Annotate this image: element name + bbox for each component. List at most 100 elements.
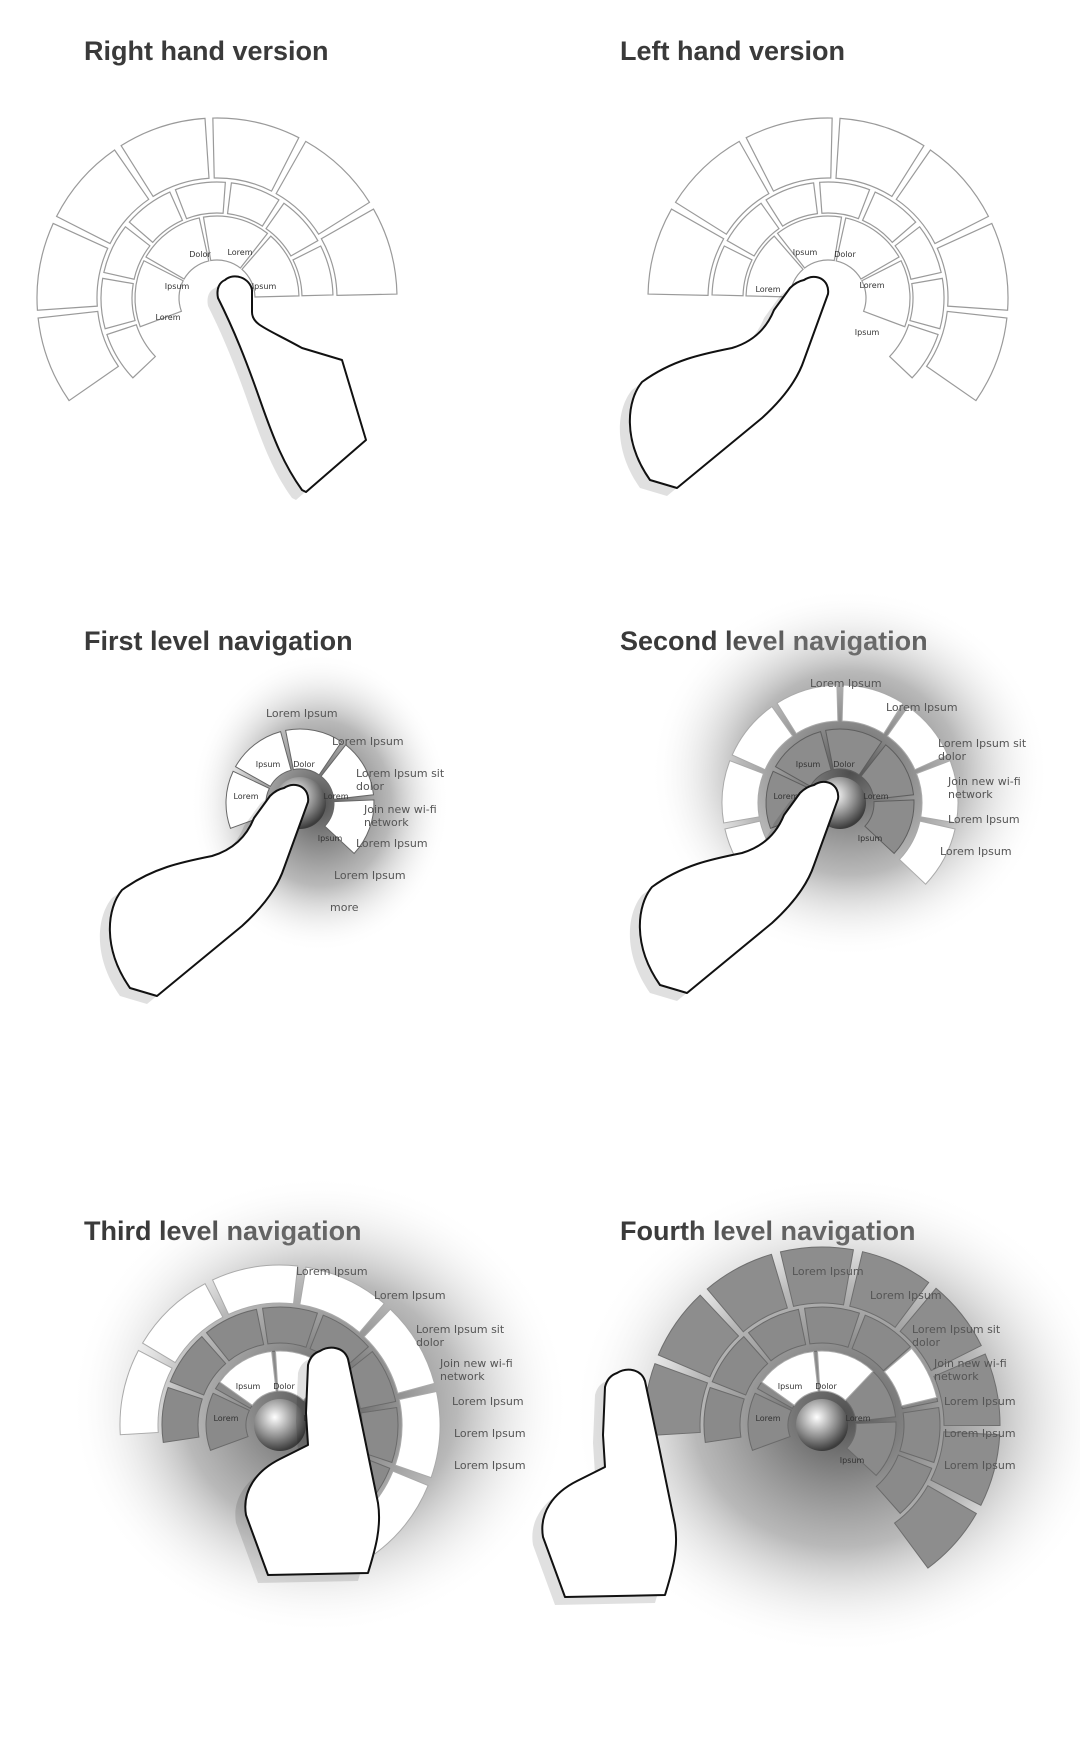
middle-ring-segment[interactable] <box>894 225 942 280</box>
middle-ring-segment[interactable] <box>875 1454 933 1515</box>
inner-ring-segment[interactable] <box>134 259 184 328</box>
highlight-segment[interactable] <box>816 1350 874 1402</box>
middle-ring-segment[interactable] <box>819 181 871 220</box>
outer-ring-segment[interactable] <box>120 117 210 198</box>
inner-ring-segment[interactable] <box>846 1421 897 1477</box>
menu-item-label: Lorem Ipsum <box>792 1265 864 1278</box>
outer-ring-segment[interactable] <box>212 117 300 192</box>
outer-ring-segment[interactable] <box>835 117 925 198</box>
middle-ring-segment[interactable] <box>803 1306 861 1348</box>
inner-ring-segment[interactable] <box>860 744 915 800</box>
outer-ring-segment[interactable] <box>745 117 833 192</box>
inner-ring-segment[interactable] <box>145 217 210 280</box>
middle-ring-segment[interactable] <box>100 277 136 330</box>
middle-ring-segment[interactable] <box>711 1335 769 1396</box>
inner-ring-segment[interactable] <box>825 728 883 776</box>
outer-ring-segment[interactable] <box>211 1264 299 1316</box>
middle-ring-segment[interactable] <box>861 191 917 244</box>
inner-ring-segment[interactable] <box>842 1366 897 1422</box>
outer-ring-segment[interactable] <box>275 140 371 236</box>
menu-label: Ipsum <box>796 760 821 769</box>
outer-ring-segment[interactable] <box>893 1485 978 1569</box>
middle-ring-segment[interactable] <box>292 245 334 297</box>
middle-ring-segment[interactable] <box>721 760 765 824</box>
middle-ring-segment[interactable] <box>899 1406 941 1464</box>
outer-ring-segment[interactable] <box>657 1294 740 1378</box>
outer-ring-segment[interactable] <box>37 310 120 402</box>
middle-ring-segment[interactable] <box>841 684 904 735</box>
middle-ring-segment[interactable] <box>106 324 157 379</box>
middle-ring-segment[interactable] <box>726 202 780 257</box>
menu-label: Lorem <box>755 285 780 294</box>
outer-ring-segment[interactable] <box>895 149 990 245</box>
outer-ring-segment[interactable] <box>363 1308 436 1394</box>
inner-ring-segment[interactable] <box>320 744 375 800</box>
outer-ring-segment[interactable] <box>674 140 770 236</box>
inner-ring-segment[interactable] <box>285 728 343 776</box>
middle-ring-segment[interactable] <box>731 705 794 771</box>
outer-ring-segment[interactable] <box>119 1349 173 1436</box>
outer-ring-segment[interactable] <box>36 222 109 311</box>
center-knob[interactable] <box>796 1399 848 1451</box>
middle-ring-segment[interactable] <box>851 1314 912 1372</box>
middle-ring-segment[interactable] <box>128 191 184 244</box>
inner-ring-segment[interactable] <box>776 215 843 269</box>
inner-ring-segment[interactable] <box>774 730 832 787</box>
middle-ring-segment[interactable] <box>888 324 939 379</box>
middle-ring-segment[interactable] <box>261 1306 319 1348</box>
outer-ring-segment[interactable] <box>936 222 1009 311</box>
menu-label: Lorem <box>227 248 252 257</box>
inner-ring-segment[interactable] <box>835 217 900 280</box>
outer-ring-segment[interactable] <box>55 149 150 245</box>
outer-ring-segment[interactable] <box>141 1282 224 1364</box>
middle-ring-segment[interactable] <box>909 277 945 330</box>
middle-ring-segment[interactable] <box>747 1308 807 1362</box>
inner-ring-segment[interactable] <box>324 799 375 855</box>
inner-ring-segment[interactable] <box>864 799 915 855</box>
panel-second-level-navigation: Second level navigation IpsumDolorLoremL… <box>540 588 1080 1167</box>
inner-ring-segment[interactable] <box>861 259 911 328</box>
outer-ring-segment[interactable] <box>299 1266 385 1334</box>
middle-ring-segment[interactable] <box>226 182 280 227</box>
menu-item-label: Lorem Ipsum <box>266 707 338 720</box>
middle-ring-segment[interactable] <box>103 225 151 280</box>
menu-label: Ipsum <box>252 282 277 291</box>
outer-ring-segment[interactable] <box>849 1251 930 1329</box>
middle-ring-segment[interactable] <box>265 202 319 257</box>
outer-ring-segment[interactable] <box>779 1246 854 1307</box>
outer-ring-segment[interactable] <box>394 1390 441 1479</box>
outer-ring-segment[interactable] <box>647 208 725 296</box>
middle-ring-segment[interactable] <box>765 182 819 227</box>
middle-ring-segment[interactable] <box>169 1335 227 1396</box>
panel-fourth-level-navigation: Fourth level navigation IpsumDolorLoremL… <box>532 1175 1080 1757</box>
middle-ring-segment[interactable] <box>898 820 956 885</box>
middle-ring-segment[interactable] <box>205 1308 265 1362</box>
highlight-segment[interactable] <box>883 1347 938 1407</box>
outer-ring-segment[interactable] <box>925 310 1008 402</box>
middle-ring-segment[interactable] <box>161 1386 203 1444</box>
menu-label: Ipsum <box>858 834 883 843</box>
middle-ring-segment[interactable] <box>915 760 959 824</box>
middle-ring-segment[interactable] <box>703 1386 745 1444</box>
highlight-segment[interactable] <box>761 1350 819 1406</box>
outer-ring-segment[interactable] <box>320 208 398 296</box>
outer-ring-segment[interactable] <box>933 1353 1001 1427</box>
middle-ring-segment[interactable] <box>886 705 949 771</box>
inner-ring-segment[interactable] <box>234 730 292 787</box>
outer-ring-segment[interactable] <box>706 1253 788 1333</box>
outer-ring-segment[interactable] <box>899 1287 982 1372</box>
inner-ring-segment[interactable] <box>241 235 300 298</box>
inner-ring-segment[interactable] <box>202 215 269 269</box>
inner-ring-segment[interactable] <box>205 1392 250 1451</box>
center-knob[interactable] <box>254 1399 306 1451</box>
middle-ring-segment[interactable] <box>174 181 226 220</box>
inner-ring-segment[interactable] <box>747 1392 792 1451</box>
middle-ring-segment[interactable] <box>711 245 753 297</box>
outer-ring-segment[interactable] <box>930 1431 1001 1507</box>
middle-ring-segment[interactable] <box>776 684 839 735</box>
highlight-segment[interactable] <box>219 1350 277 1406</box>
